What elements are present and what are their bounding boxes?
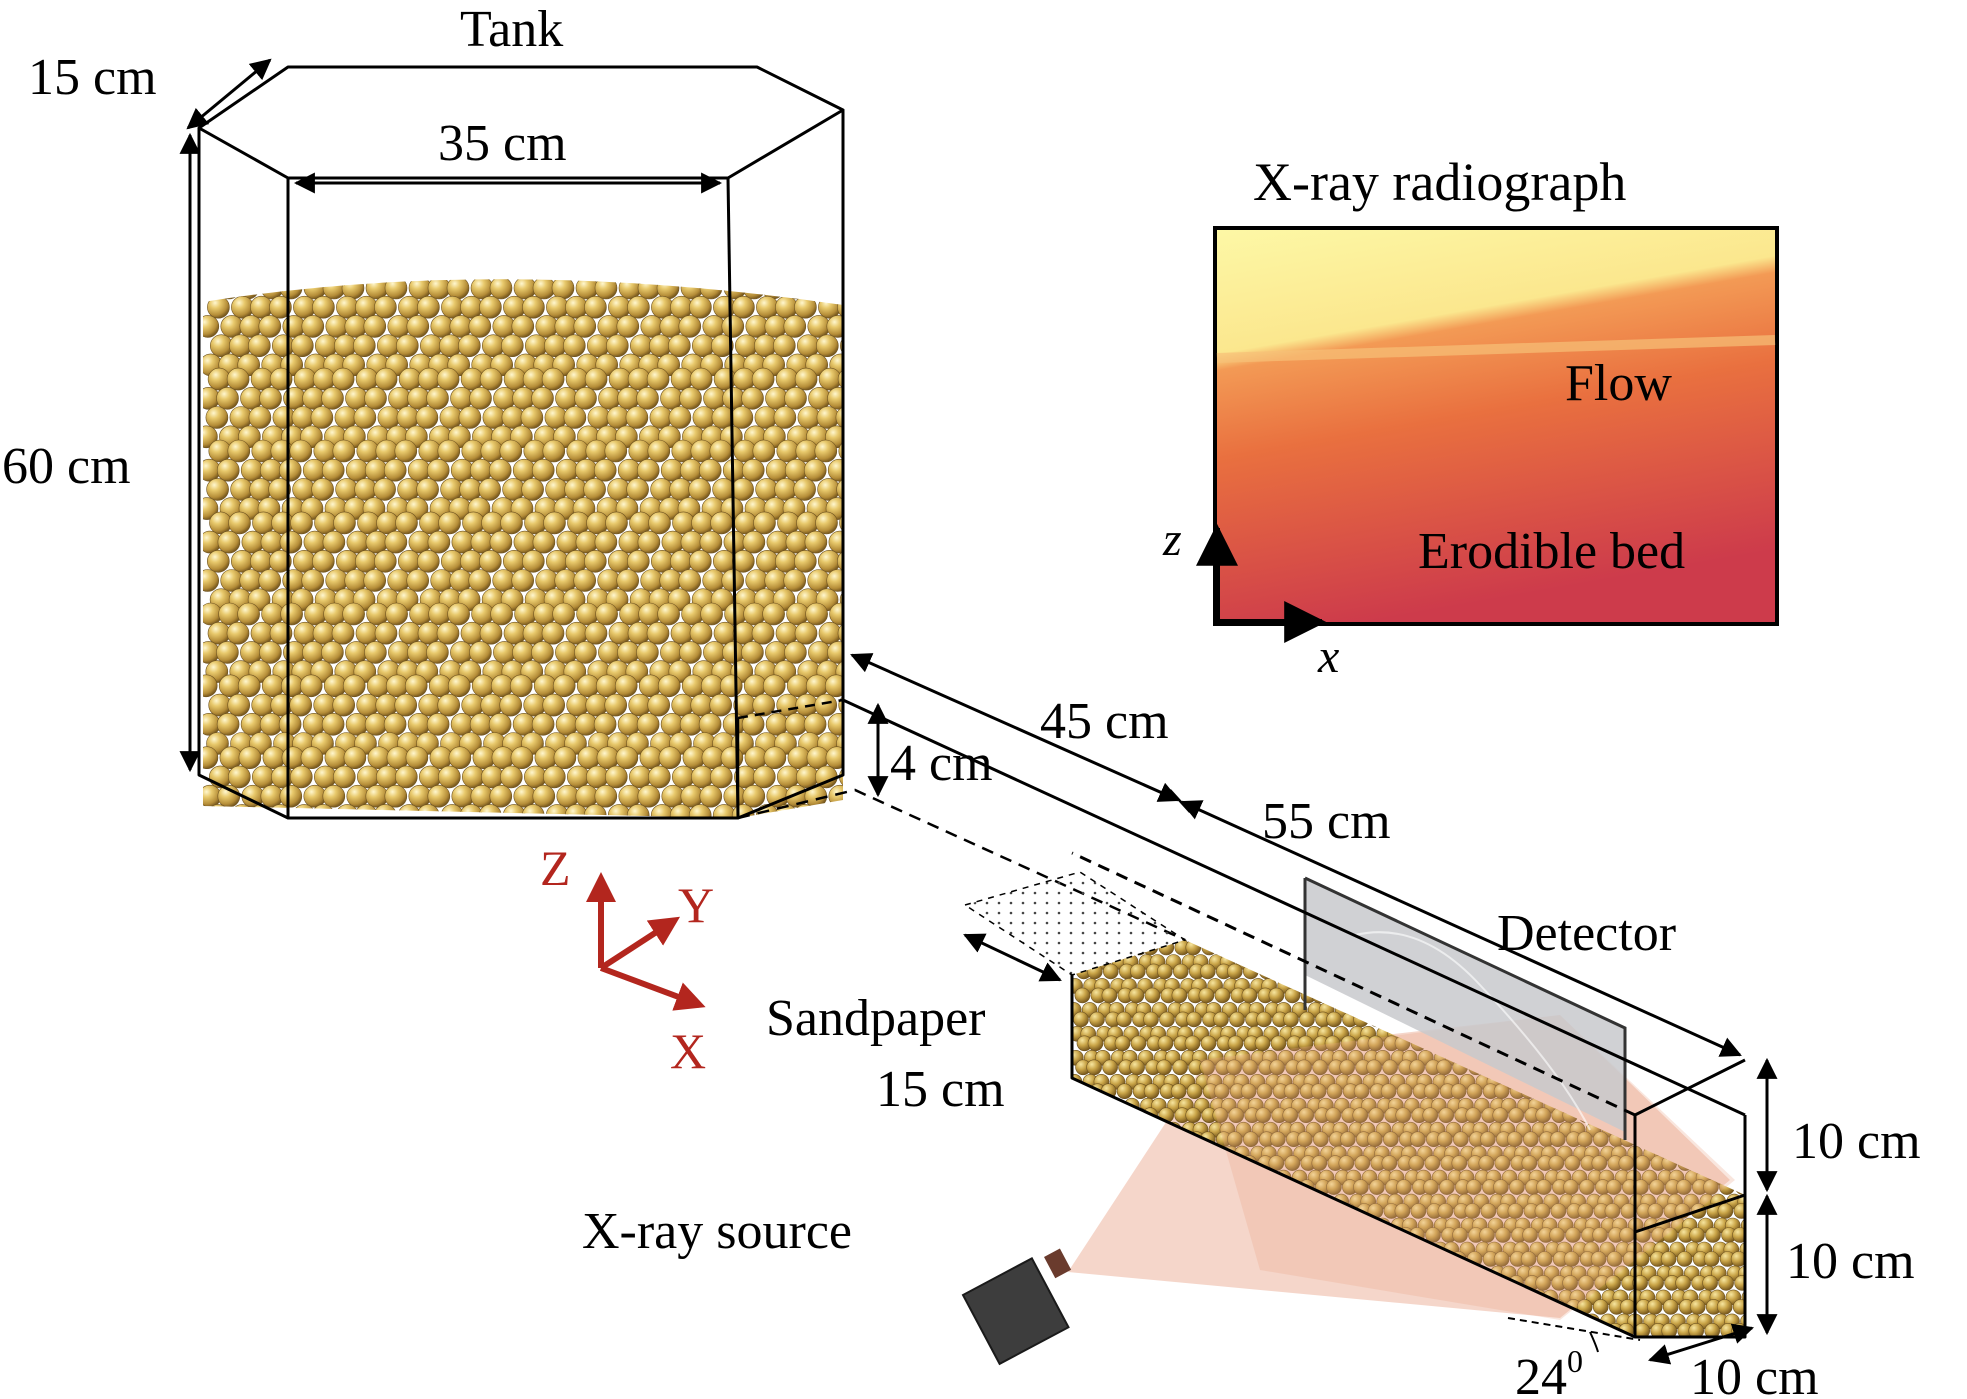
tank-label: Tank bbox=[460, 1, 563, 58]
detector-label: Detector bbox=[1497, 905, 1676, 962]
coordinate-axes bbox=[586, 872, 706, 1011]
axis-label-z: Z bbox=[540, 840, 571, 896]
xray-source-device bbox=[961, 1248, 1072, 1366]
slope-angle-value: 24 bbox=[1515, 1349, 1567, 1399]
radiograph-bed-label: Erodible bed bbox=[1418, 523, 1685, 580]
xray-source-label: X-ray source bbox=[582, 1203, 852, 1260]
radiograph-title: X-ray radiograph bbox=[1253, 152, 1626, 212]
channel-height-bottom-label: 10 cm bbox=[1786, 1233, 1915, 1290]
radiograph-flow-label: Flow bbox=[1565, 355, 1672, 412]
tank-height-label: 60 cm bbox=[2, 438, 131, 495]
tank-width-label: 35 cm bbox=[438, 115, 567, 172]
slope-angle-degree: 0 bbox=[1567, 1343, 1583, 1379]
axis-label-y: Y bbox=[678, 877, 714, 933]
sandpaper-label: Sandpaper bbox=[766, 990, 985, 1047]
radiograph-axis-z: z bbox=[1162, 513, 1182, 566]
channel-upper-length-label: 45 cm bbox=[1040, 693, 1169, 750]
axis-label-x: X bbox=[670, 1023, 706, 1079]
channel-lower-length-label: 55 cm bbox=[1262, 793, 1391, 850]
tank-granular-beads bbox=[203, 279, 843, 818]
channel-height-top-label: 10 cm bbox=[1792, 1113, 1921, 1170]
channel-width-label: 10 cm bbox=[1690, 1349, 1819, 1399]
xray-radiograph-panel bbox=[1196, 226, 1779, 643]
tank-depth-label: 15 cm bbox=[28, 49, 157, 106]
gate-height-label: 4 cm bbox=[890, 735, 993, 792]
slope-angle-label: 240 bbox=[1515, 1343, 1583, 1399]
sandpaper-length-label: 15 cm bbox=[876, 1061, 1005, 1118]
radiograph-axis-x: x bbox=[1317, 630, 1339, 683]
